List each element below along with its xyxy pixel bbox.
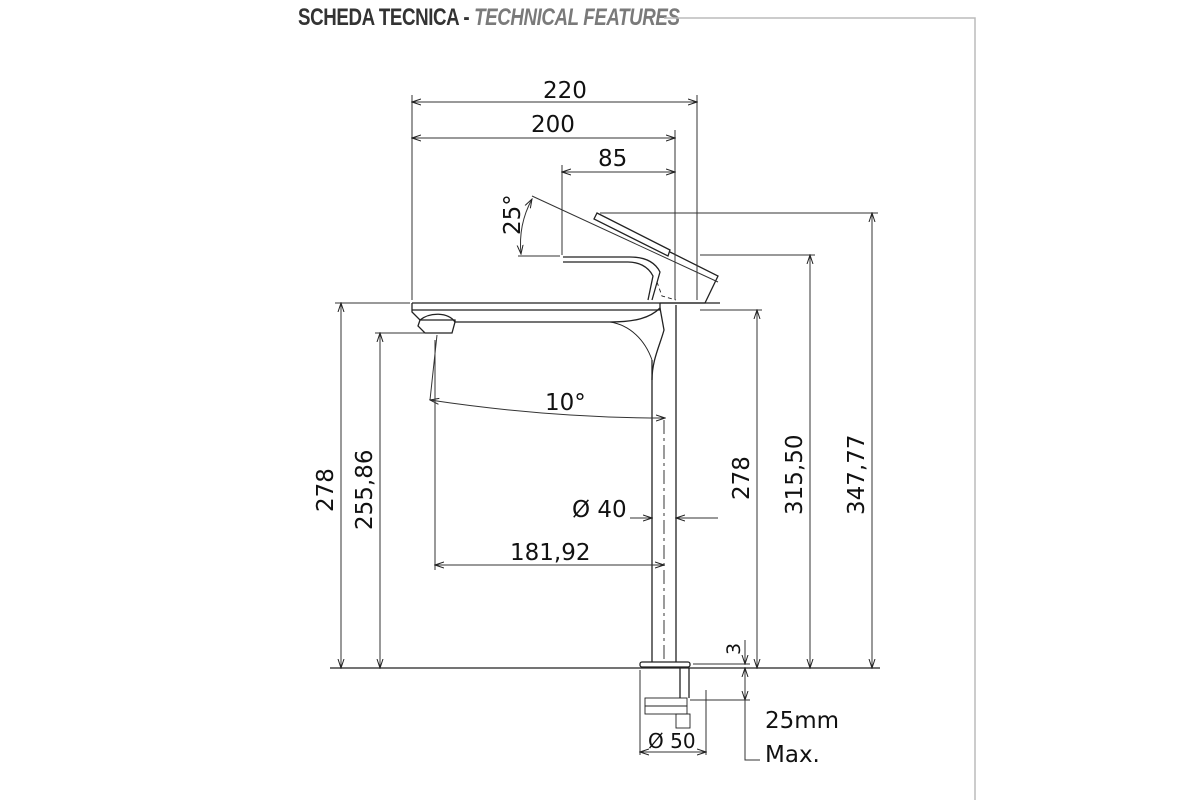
dim-deck-thickness-note: Max. — [765, 742, 820, 768]
dim-spout-reach: 181,92 — [510, 540, 590, 566]
dim-handle-angle: 25° — [500, 194, 526, 235]
dim-handle-height: 315,50 — [782, 435, 808, 515]
dim-overall-width: 220 — [543, 78, 587, 104]
dim-aerator-height: 255,86 — [352, 450, 378, 530]
header-title-it: SCHEDA TECNICA — [298, 4, 459, 31]
dimension-lines — [335, 95, 878, 761]
header-rule — [664, 17, 976, 800]
dim-max-height: 347,77 — [844, 435, 870, 515]
dim-base-thickness: 3 — [723, 643, 745, 655]
dim-body-diameter: Ø 40 — [572, 497, 627, 523]
dim-spout-height-left: 278 — [313, 468, 339, 512]
dim-spout-height-right: 278 — [729, 456, 755, 500]
dim-spout-angle: 10° — [545, 390, 586, 416]
dim-handle-offset: 85 — [598, 146, 627, 172]
faucet-outline — [330, 212, 880, 729]
dim-spout-reach-total: 200 — [531, 112, 575, 138]
header-title-en: TECHNICAL FEATURES — [474, 4, 680, 31]
section-header: SCHEDA TECNICA - TECHNICAL FEATURES — [298, 4, 680, 32]
dim-base-diameter: Ø 50 — [648, 729, 696, 753]
header-separator: - — [463, 4, 470, 31]
dim-deck-thickness: 25mm — [765, 708, 839, 734]
